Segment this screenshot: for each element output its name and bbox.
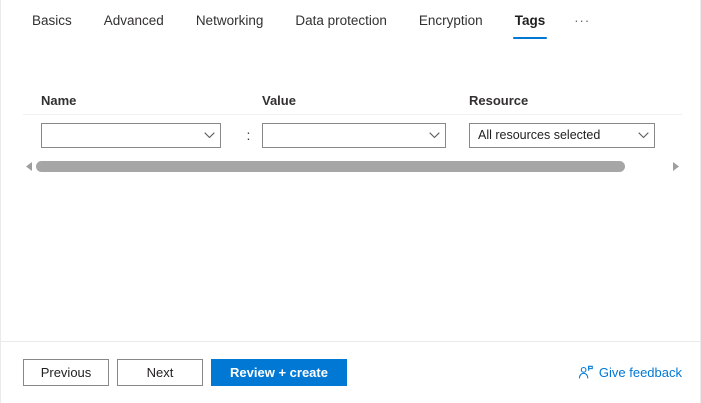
- tab-label: Basics: [32, 13, 72, 28]
- chevron-down-icon[interactable]: [198, 124, 220, 147]
- table-row: : All resources selected: [23, 115, 682, 155]
- tag-resource-cell: All resources selected: [466, 123, 666, 148]
- next-button[interactable]: Next: [117, 359, 203, 386]
- column-header-name-cell: Name: [23, 93, 235, 108]
- tags-grid-header-row: Name Value Resource: [23, 86, 682, 111]
- wizard-tab-strip: Basics Advanced Networking Data protecti…: [1, 0, 700, 46]
- column-header-value-cell: Value: [262, 93, 466, 108]
- tag-name-combobox[interactable]: [41, 123, 221, 148]
- tab-encryption[interactable]: Encryption: [410, 0, 492, 29]
- tab-networking[interactable]: Networking: [187, 0, 273, 29]
- chevron-down-icon[interactable]: [632, 124, 654, 147]
- give-feedback-link[interactable]: Give feedback: [578, 365, 682, 380]
- tab-basics[interactable]: Basics: [23, 0, 81, 29]
- scrollbar-thumb[interactable]: [36, 161, 625, 172]
- tab-label: Tags: [515, 13, 546, 28]
- tag-value-cell: [262, 123, 466, 148]
- tab-data-protection[interactable]: Data protection: [286, 0, 396, 29]
- give-feedback-label: Give feedback: [599, 365, 682, 380]
- tab-selected-underline: [513, 37, 548, 39]
- column-header-value: Value: [262, 93, 296, 108]
- scroll-right-arrow-icon[interactable]: [669, 159, 682, 174]
- tag-resource-value: All resources selected: [470, 124, 632, 147]
- chevron-down-icon[interactable]: [423, 124, 445, 147]
- tags-content-area: Name Value Resource: [1, 46, 700, 341]
- ellipsis-icon: ···: [574, 13, 590, 28]
- column-header-resource: Resource: [469, 93, 528, 108]
- previous-button[interactable]: Previous: [23, 359, 109, 386]
- review-create-button[interactable]: Review + create: [211, 359, 347, 386]
- tag-colon-separator: :: [235, 127, 262, 143]
- scroll-left-arrow-icon[interactable]: [23, 159, 36, 174]
- tag-name-cell: [23, 123, 235, 148]
- wizard-footer: Previous Next Review + create Give feedb…: [1, 341, 700, 403]
- scrollbar-track[interactable]: [36, 159, 669, 174]
- tab-label: Advanced: [104, 13, 164, 28]
- tag-resource-dropdown[interactable]: All resources selected: [469, 123, 655, 148]
- tab-tags[interactable]: Tags: [506, 0, 555, 29]
- feedback-person-icon: [578, 365, 593, 380]
- tag-separator-cell: :: [235, 127, 262, 143]
- horizontal-scrollbar[interactable]: [23, 159, 682, 174]
- column-header-name: Name: [41, 93, 76, 108]
- tab-label: Networking: [196, 13, 264, 28]
- tags-grid: Name Value Resource: [23, 86, 682, 174]
- tab-label: Data protection: [295, 13, 387, 28]
- tab-label: Encryption: [419, 13, 483, 28]
- column-header-resource-cell: Resource: [466, 93, 666, 108]
- tab-advanced[interactable]: Advanced: [95, 0, 173, 29]
- tag-value-combobox[interactable]: [262, 123, 446, 148]
- tab-overflow-ellipsis-button[interactable]: ···: [568, 0, 596, 29]
